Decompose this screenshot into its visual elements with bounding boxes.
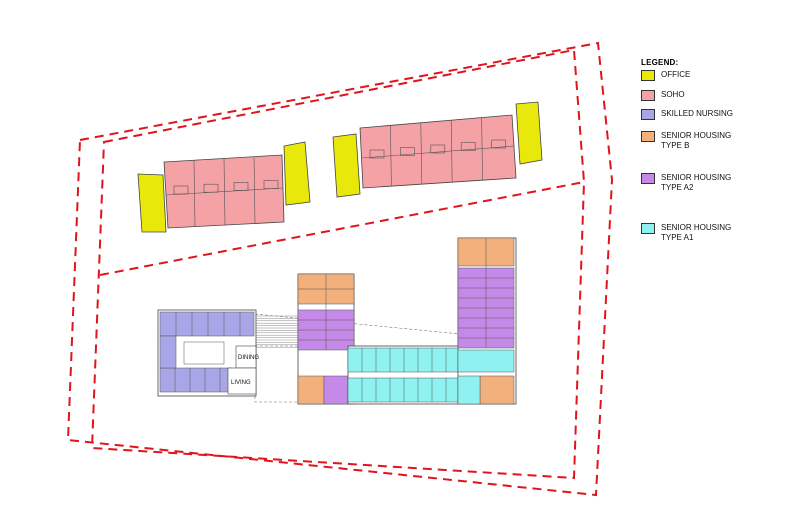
legend-item-soho: SOHO (641, 90, 685, 101)
legend-swatch (641, 223, 655, 234)
office-west-left (137, 173, 167, 233)
legend-label: SKILLED NURSING (661, 109, 734, 118)
building-south-complex: DINING LIVING (157, 237, 517, 405)
soho-west-units (165, 156, 284, 227)
west-tower-type-b-bottom (297, 375, 325, 405)
east-tower-type-a1-mid (457, 349, 515, 373)
east-tower-type-b-bottom (479, 375, 515, 405)
legend-label: SENIOR HOUSING TYPE A1 (661, 223, 732, 242)
site-boundary (66, 41, 614, 497)
legend-item-senior-a2: SENIOR HOUSING TYPE A2 (641, 173, 731, 193)
unit-partitions (298, 238, 514, 402)
skilled-nursing-top (159, 311, 255, 337)
legend-swatch (641, 131, 655, 142)
boundary-divider (99, 181, 585, 276)
legend-label: OFFICE (661, 70, 691, 79)
building-north-east (332, 101, 543, 198)
legend-swatch (641, 173, 655, 184)
legend-title: LEGEND: (641, 58, 679, 67)
soho-block-east (359, 114, 517, 189)
building-north-west (137, 141, 311, 233)
legend-label: SENIOR HOUSING TYPE A2 (661, 173, 732, 192)
skilled-nursing-units (174, 312, 241, 392)
connector-stair (256, 315, 298, 348)
west-tower-type-a2-bottom (323, 375, 349, 405)
office-east-left (332, 133, 361, 198)
legend-item-office: OFFICE (641, 70, 690, 81)
legend-swatch (641, 90, 655, 101)
legend-label: SENIOR HOUSING TYPE B (661, 131, 732, 150)
legend-swatch (641, 109, 655, 120)
office-east-right (515, 101, 543, 165)
legend: LEGEND: OFFICE SOHO SKILLED NURSING SENIOR … (641, 58, 801, 242)
legend-item-senior-b: SENIOR HOUSING TYPE B (641, 131, 731, 151)
legend-item-senior-a1: SENIOR HOUSING TYPE A1 (641, 223, 731, 243)
legend-swatch (641, 70, 655, 81)
boundary-inner (90, 48, 586, 480)
skilled-nursing-left (159, 335, 177, 369)
dining-label: DINING (238, 355, 259, 361)
legend-label: SOHO (661, 90, 685, 99)
legend-item-skilled-nursing: SKILLED NURSING (641, 109, 733, 120)
soho-east-units (361, 117, 515, 187)
east-tower-type-a1-bottom (457, 375, 481, 405)
living-room (227, 367, 257, 395)
living-label: LIVING (231, 380, 251, 386)
office-west-right (283, 141, 311, 206)
boundary-outer (66, 41, 614, 497)
skilled-nursing-bottom (159, 367, 233, 393)
